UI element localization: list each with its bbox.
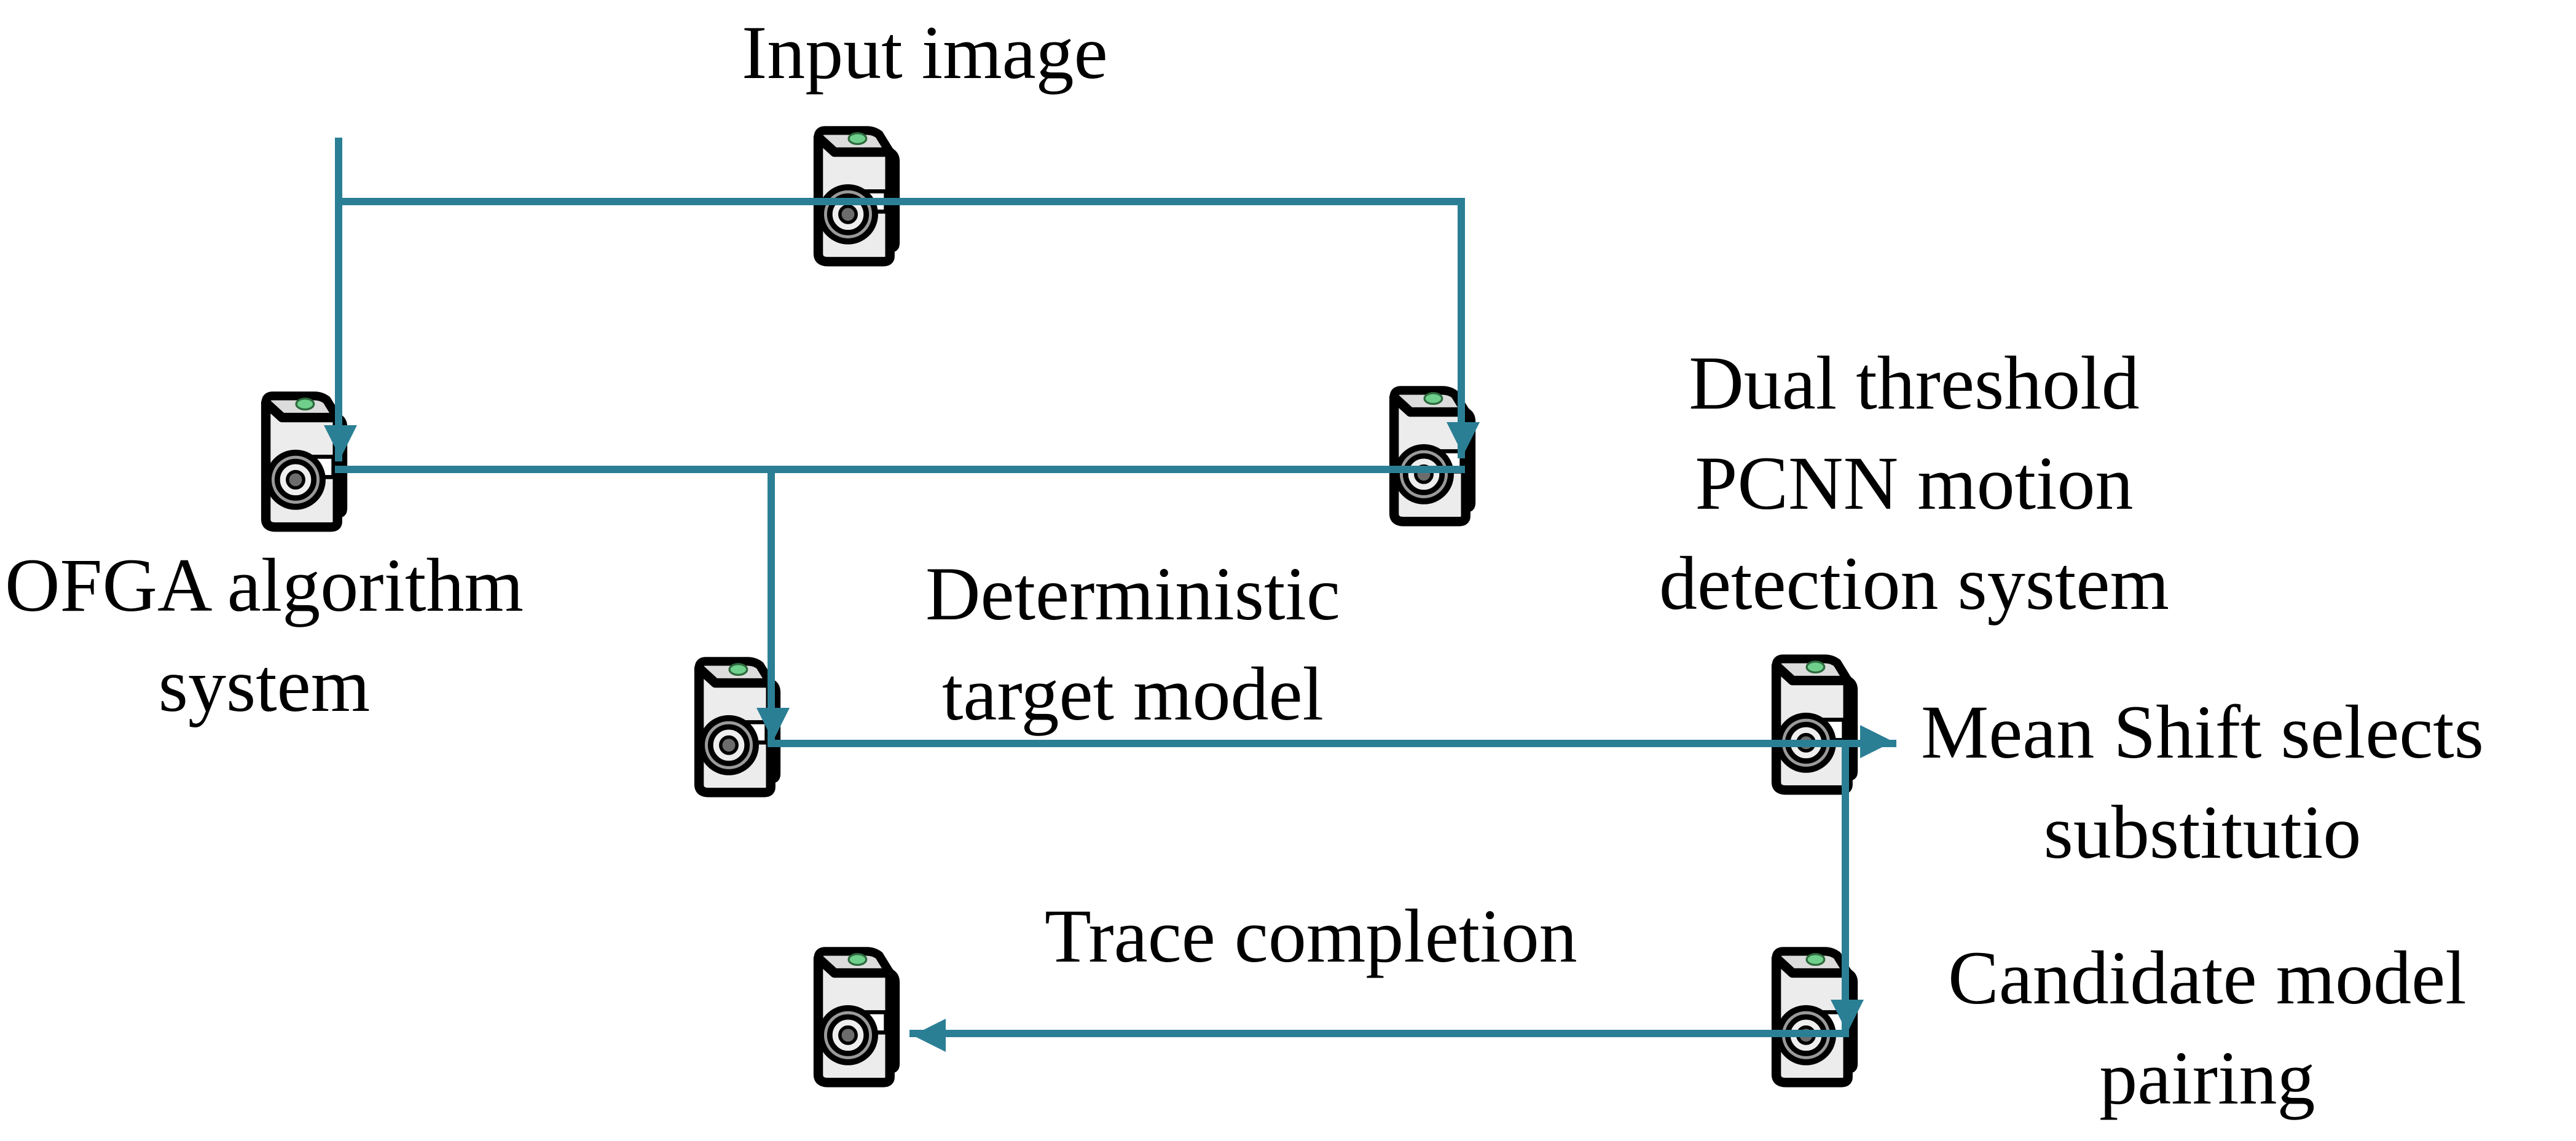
trace-completion-label-text: Trace completion [1045,894,1577,978]
ofga-camera-icon [266,396,343,527]
input-image-label: Input image [742,2,1108,103]
candidate-label-line-1: Candidate model [1948,936,2467,1020]
trace-completion-label: Trace completion [1045,886,1577,986]
ofga-label-line-1: OFGA algorithm [5,543,524,627]
dual-threshold-label-line-1: Dual threshold [1689,341,2140,425]
deterministic-label-line-2: target model [941,652,1324,736]
deterministic-label: Deterministic target model [925,544,1340,744]
ofga-label: OFGA algorithm system [5,535,524,735]
dual-threshold-label-line-2: PCNN motion [1695,441,2134,525]
dual-threshold-label: Dual threshold PCNN motion detection sys… [1659,333,2169,633]
mean-shift-label-line-2: substitutio [2043,790,2362,874]
candidate-label-line-2: pairing [2099,1036,2315,1120]
dual-threshold-label-line-3: detection system [1659,541,2169,625]
candidate-label: Candidate model pairing [1948,928,2467,1128]
mean-shift-label: Mean Shift selects substitutio [1921,682,2484,882]
trace-completion-camera-icon [819,951,895,1082]
deterministic-label-line-1: Deterministic [925,552,1340,636]
mean-shift-label-line-1: Mean Shift selects [1921,690,2484,774]
input-image-camera-icon [819,130,895,261]
ofga-label-line-2: system [158,643,371,727]
input-image-label-text: Input image [742,10,1108,95]
deterministic-camera-icon [699,661,776,792]
